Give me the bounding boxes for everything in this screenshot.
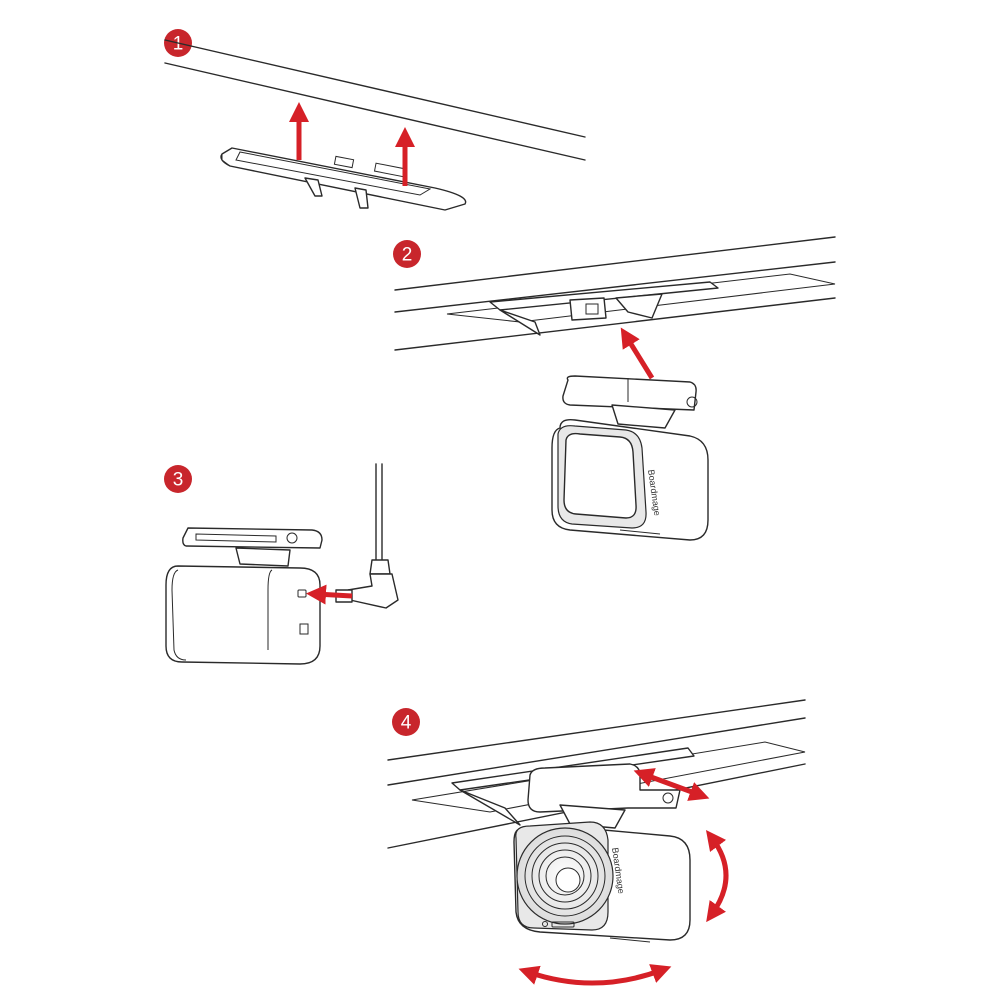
adhesive-mount-plate: [220, 147, 467, 211]
step-number-4: 4: [401, 713, 412, 734]
installed-mount-plate: [451, 747, 695, 829]
dashcam-mount-top: [182, 527, 323, 567]
dashcam-rear-view: [165, 565, 321, 665]
dashcam-front-view: Boardmage: [513, 821, 691, 943]
step-badge-4: 4: [392, 708, 420, 736]
curved-double-arrow-icon: [518, 830, 729, 986]
step-1: 1: [164, 29, 586, 211]
step-4: 4 Boardmage: [387, 699, 806, 986]
power-cable: [335, 463, 399, 609]
step-badge-2: 2: [393, 240, 421, 268]
step-badge-3: 3: [164, 465, 192, 493]
dashcam-step-2: Boardmage: [551, 375, 709, 541]
step-3: 3: [164, 463, 399, 665]
installed-mount-plate: [489, 281, 719, 336]
step-number-2: 2: [402, 245, 413, 266]
windshield-edge: [164, 39, 586, 161]
double-arrow-icon: [633, 768, 710, 801]
arrow-insert-icon: [620, 327, 655, 380]
step-2: 2 Boardmage: [393, 236, 836, 541]
arrow-insert-icon: [306, 584, 353, 605]
step-number-1: 1: [173, 34, 184, 55]
arrow-up-icon: [289, 102, 415, 186]
step-number-3: 3: [173, 470, 184, 491]
